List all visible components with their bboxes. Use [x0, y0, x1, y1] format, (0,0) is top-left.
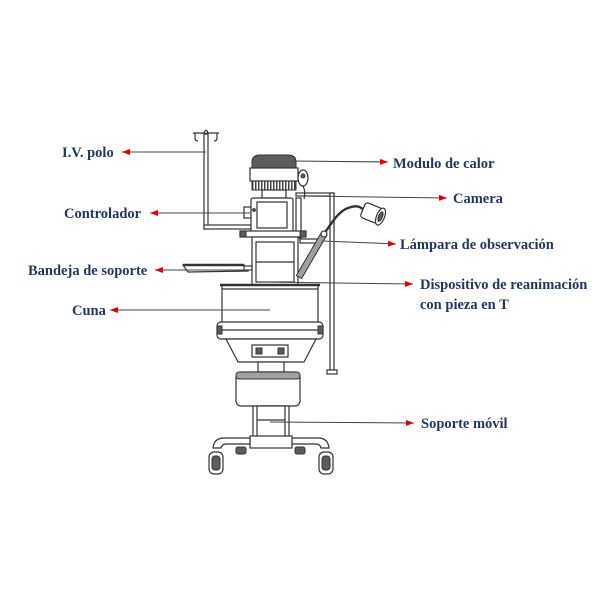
camera [297, 169, 309, 200]
crib-handle-right [317, 325, 324, 335]
stand-base-hub [249, 435, 293, 449]
support-tray [181, 263, 253, 273]
iv-pole [193, 129, 252, 230]
leader-lines [110, 149, 448, 426]
label-resuscitation-device-line1: Dispositivo de reanimación [420, 277, 587, 293]
leader-observation-lamp [321, 240, 397, 247]
crib-handle-left [216, 325, 223, 335]
labels: I.V. polo Modulo de calor Camera Control… [28, 145, 587, 432]
controller-clamp-band [239, 230, 307, 238]
label-mobile-stand: Soporte móvil [421, 416, 508, 432]
crib-bassinet [221, 284, 319, 324]
label-heat-module: Modulo de calor [393, 156, 495, 172]
rear-rod-arm [295, 192, 335, 197]
lamp-head-bulb [377, 211, 384, 222]
observation-lamp [299, 202, 387, 244]
rear-rod-foot [326, 369, 338, 375]
iv-pole-hook-left [194, 133, 199, 142]
resuscitation-device-cap [320, 230, 328, 238]
heat-module-body [249, 167, 299, 182]
camera-lens [300, 173, 306, 179]
support-tray-connector [243, 265, 253, 271]
heat-module [249, 154, 299, 199]
controller-knob [252, 208, 256, 212]
leader-resuscitation-device [264, 280, 414, 287]
caster-left-wheel [211, 455, 221, 471]
controller [239, 197, 307, 239]
iv-pole-hook-right [213, 133, 218, 142]
heat-module-grill [251, 180, 297, 191]
mobile-stand [208, 361, 334, 475]
caster-center-right [294, 446, 306, 455]
resuscitation-device [295, 230, 328, 280]
lamp-gooseneck [317, 205, 367, 243]
upper-column [251, 236, 299, 286]
stand-base-arm-left [212, 437, 251, 449]
lamp-head [360, 202, 387, 226]
stand-cabinet-top [235, 371, 301, 380]
iv-pole-shaft [203, 133, 209, 230]
crib-tilt-knob-left [255, 347, 263, 355]
iv-pole-top-knob [203, 129, 209, 135]
crib [216, 283, 324, 363]
label-observation-lamp: Lámpara de observación [400, 237, 554, 253]
leader-camera [304, 194, 448, 201]
leader-heat-module [291, 158, 389, 165]
iv-pole-arm [203, 224, 252, 230]
caster-center-left [235, 446, 247, 455]
label-camera: Camera [453, 191, 504, 207]
stand-base-arm-right [291, 437, 330, 449]
label-controller: Controlador [64, 206, 142, 222]
heat-module-neck [261, 189, 287, 199]
label-crib: Cuna [72, 303, 107, 319]
stand-neck [257, 361, 285, 373]
label-support-tray: Bandeja de soporte [28, 263, 148, 279]
controller-screen [256, 201, 288, 229]
camera-cable [302, 185, 306, 200]
controller-clamp-right [299, 230, 307, 238]
caster-right-wheel [321, 455, 331, 471]
controller-clamp-left [239, 230, 247, 238]
crib-tilt-knob-right [277, 347, 285, 355]
label-resuscitation-device-line2: con pieza en T [420, 297, 509, 313]
leader-mobile-stand [269, 419, 415, 426]
heat-module-cap [251, 154, 297, 171]
label-iv-pole: I.V. polo [62, 145, 114, 161]
